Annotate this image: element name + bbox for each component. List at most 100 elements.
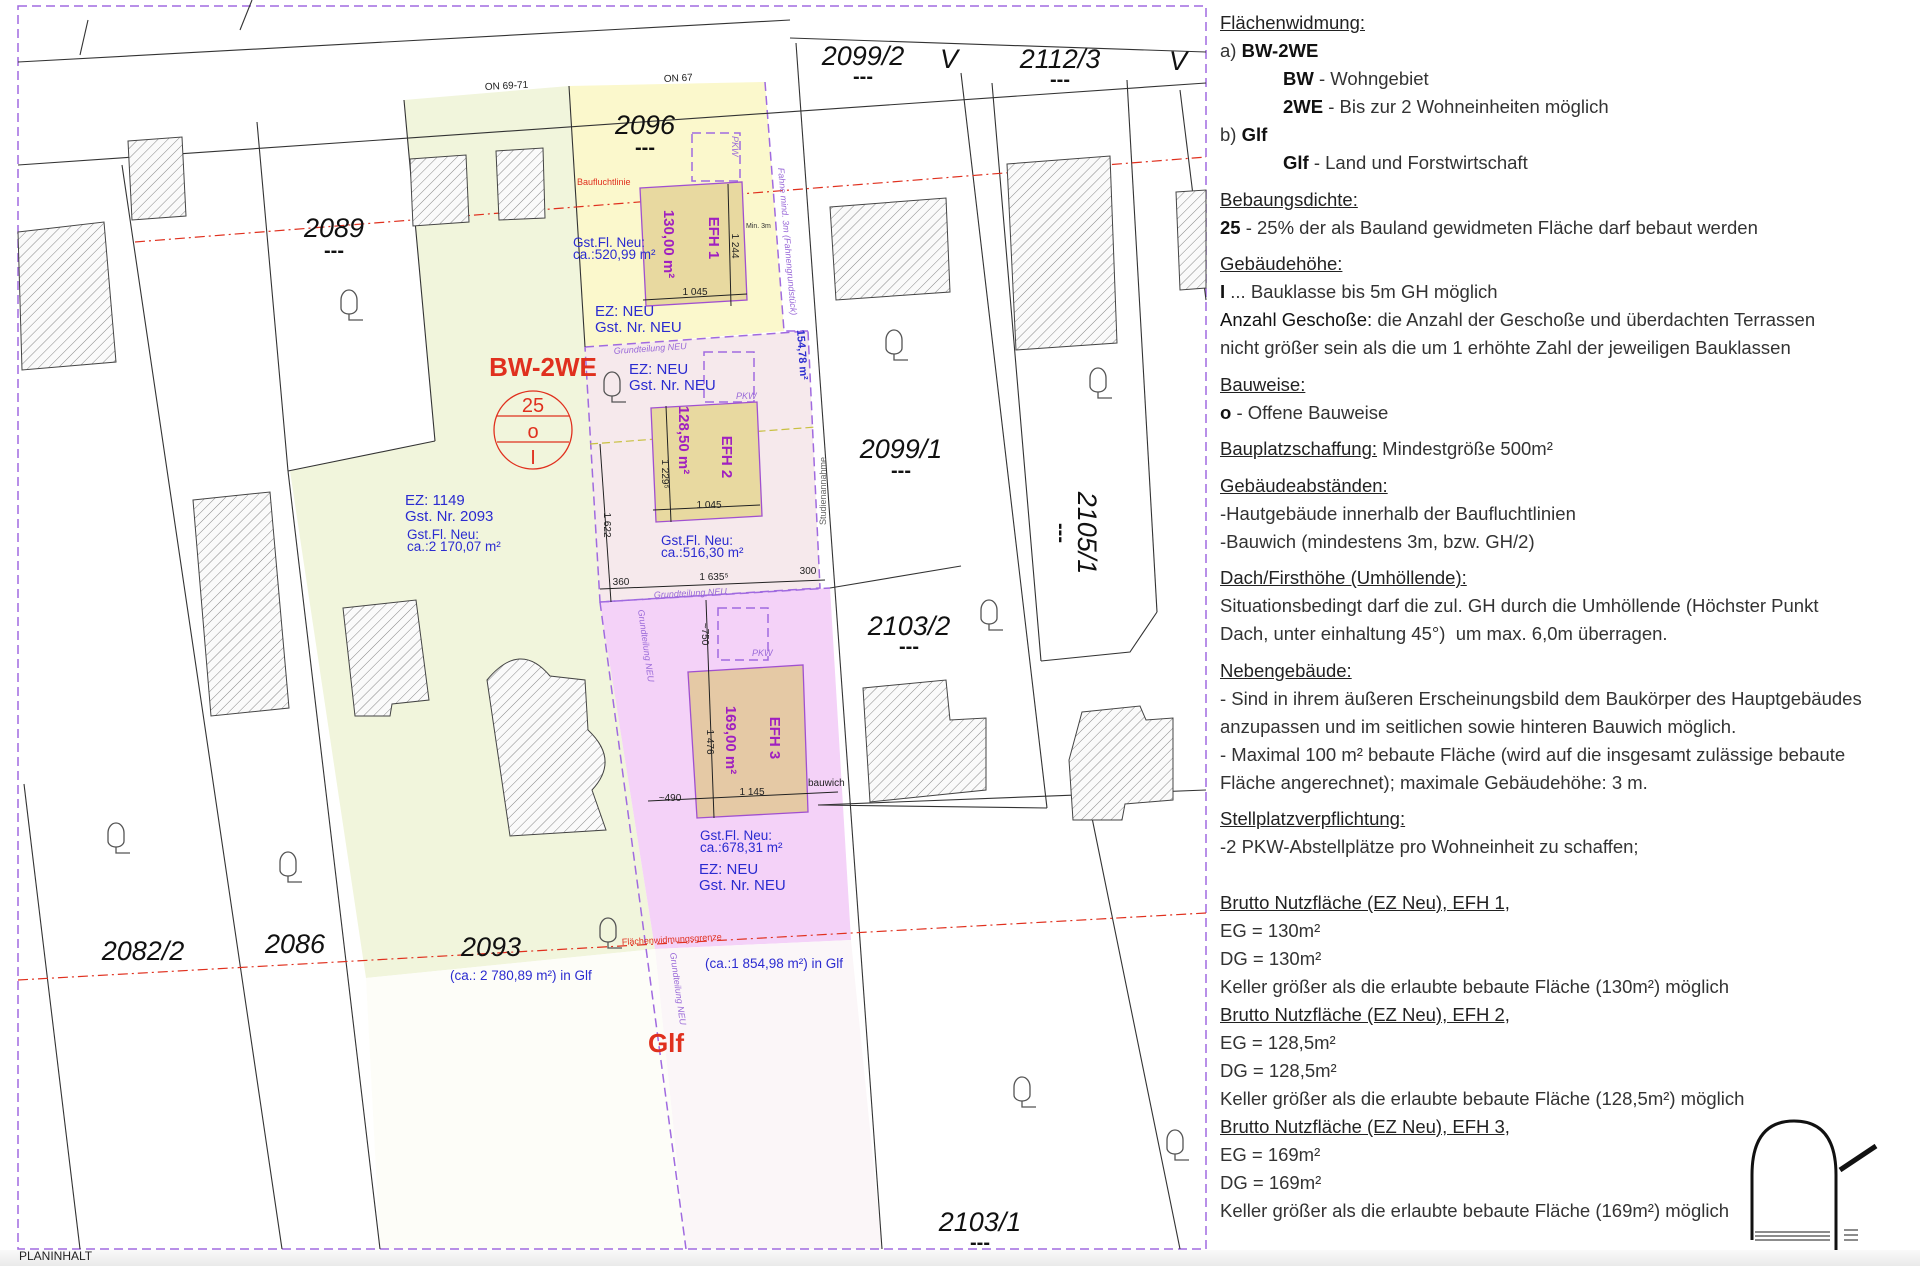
building-efh1[interactable] <box>639 181 748 307</box>
legend-code: I <box>1220 281 1226 302</box>
existing-gstfl: Gst.Fl. Neu: <box>407 527 479 542</box>
efh2-width-dim: 1 045 <box>696 500 721 511</box>
parcel-numbers: 2096 --- 2089 --- 2099/2 --- V 2112/3 --… <box>101 41 1190 1254</box>
parcel-v-mark-1: V <box>940 44 961 74</box>
parcel-2105-1: 2105/1 <box>1072 491 1102 575</box>
efh1-ez: EZ: NEU <box>595 303 654 320</box>
efh2-height-dim: 1 229⁵ <box>659 459 670 488</box>
efh2-dim-300: 300 <box>800 566 817 577</box>
legend-text: -Hautgebäude innerhalb der Baufluchtlini… <box>1220 502 1576 524</box>
parcel-2082-2: 2082/2 <box>101 936 185 966</box>
parcel-2112-3-dashes: --- <box>1050 69 1070 91</box>
parcel-2096: 2096 <box>614 110 676 140</box>
legend-nebengebaeude: Nebengebäude: - Sind in ihrem äußeren Er… <box>1220 657 1920 797</box>
baufluchtlinie-label: Baufluchtlinie <box>577 177 631 187</box>
efh1-gst: Gst. Nr. NEU <box>595 319 682 336</box>
flaechenwidmungsgrenze-line <box>17 912 1207 981</box>
legend-bebauungsdichte: Bebaungsdichte: 25 - 25% der als Bauland… <box>1220 186 1920 242</box>
planinhalt-label: PLANINHALT <box>19 1249 93 1263</box>
legend-code: 25 <box>1220 216 1241 238</box>
legend-text: EG = 169m² <box>1220 1144 1321 1165</box>
efh3-gstfl: Gst.Fl. Neu: <box>700 828 772 843</box>
legend-panel: Flächenwidmung: a) BW-2WE BW - Wohngebie… <box>1220 9 1920 1225</box>
efh3-dim-490: ~490 <box>659 793 682 804</box>
stamp-style: o <box>527 421 538 443</box>
legend-text: anzupassen und im seitlichen sowie hinte… <box>1220 715 1737 737</box>
efh3-ez: EZ: NEU <box>699 861 758 878</box>
existing-gst: Gst. Nr. 2093 <box>405 508 493 525</box>
parcel-2112-3: 2112/3 <box>1019 44 1101 74</box>
efh1-height-dim: 1 244 <box>729 233 740 258</box>
legend-label: Anzahl Geschoße: <box>1220 309 1373 330</box>
parcel-2105-1-dashes: --- <box>1050 523 1072 543</box>
legend-heading: Bebaungsdichte: <box>1220 188 1358 210</box>
bottom-strip <box>0 1250 1920 1266</box>
efh1-strip-area: 154,78 m² <box>794 329 809 380</box>
legend-flaechenwidmung: Flächenwidmung: a) BW-2WE BW - Wohngebie… <box>1220 9 1920 177</box>
efh1-area: 130,00 m² <box>660 210 677 278</box>
efh3-area: 169,00 m² <box>722 706 739 774</box>
legend-code: BW-2WE <box>1241 40 1319 61</box>
parcel-2103-1-dashes: --- <box>970 1232 990 1254</box>
legend-text: - Wohngebiet <box>1313 68 1429 89</box>
efh3-name: EFH 3 <box>766 717 783 760</box>
existing-buildings <box>17 136 1207 837</box>
parcel-2093: 2093 <box>460 932 521 962</box>
parcel-2086: 2086 <box>264 929 326 959</box>
efh2-dim-360: 360 <box>613 577 630 588</box>
parcel-2099-1: 2099/1 <box>859 434 943 464</box>
legend-text: EG = 128,5m² <box>1220 1032 1336 1053</box>
legend-code: Glf <box>1241 124 1268 145</box>
efh2-side-dim: 1 622 <box>601 512 612 537</box>
efh3-bauwich: bauwich <box>808 778 845 789</box>
building-efh2[interactable] <box>650 401 763 523</box>
zone-glf-strip <box>655 940 882 1249</box>
efh3-height-dim: 1 476 <box>704 729 715 754</box>
efh2-plot-area: ca.:516,30 m² <box>661 545 744 560</box>
parcel-boundaries <box>17 0 1207 1250</box>
legend-code: Glf <box>1283 152 1309 173</box>
existing-area: ca.:2 170,07 m² <box>407 539 501 554</box>
grundteilung-lines <box>17 5 1207 1250</box>
legend-text: Keller größer als die erlaubte bebaute F… <box>1220 1088 1745 1109</box>
legend-text: DG = 169m² <box>1220 1172 1322 1193</box>
legend-text: ... Bauklasse bis 5m GH möglich <box>1225 281 1498 302</box>
parcel-2099-2-dashes: --- <box>853 66 873 88</box>
efh1-width-dim: 1 045 <box>682 287 707 298</box>
legend-heading: Brutto Nutzfläche (EZ Neu), EFH 2, <box>1220 1004 1510 1025</box>
legend-text: - Maximal 100 m² bebaute Fläche (wird au… <box>1220 743 1846 765</box>
legend-code: o <box>1220 401 1232 423</box>
legend-heading: Dach/Firsthöhe (Umhöllende): <box>1220 567 1467 588</box>
zone-bw-label: BW-2WE <box>489 352 597 382</box>
efh2-gst: Gst. Nr. NEU <box>629 377 716 394</box>
legend-heading: Gebäudehöhe: <box>1220 253 1343 274</box>
road-label-on-69-71: ON 69-71 <box>485 80 529 93</box>
legend-text: - 25% der als Bauland gewidmeten Fläche … <box>1240 216 1758 238</box>
legend-heading: Brutto Nutzfläche (EZ Neu), EFH 3, <box>1220 1116 1510 1137</box>
legend-gebaeudeabstaende: Gebäudeabständen: -Hautgebäude innerhalb… <box>1220 472 1920 556</box>
legend-gebaeudehoehe: Gebäudehöhe: I ... Bauklasse bis 5m GH m… <box>1220 250 1920 362</box>
legend-stellplatz: Stellplatzverpflichtung: -2 PKW-Abstellp… <box>1220 805 1920 861</box>
legend-text: -2 PKW-Abstellplätze pro Wohneinheit zu … <box>1220 836 1639 857</box>
zone-glf-label: Glf <box>648 1028 684 1058</box>
efh2-pkw: PKW <box>736 391 758 401</box>
legend-text: DG = 128,5m² <box>1220 1060 1337 1081</box>
efh2-area: 128,50 m² <box>675 406 692 474</box>
grundteilung-label-2: Grundteilung NEU <box>654 586 728 600</box>
building-efh3[interactable] <box>687 664 809 819</box>
legend-text: - Offene Bauweise <box>1231 401 1389 423</box>
existing-ez: EZ: 1149 <box>405 492 465 509</box>
legend-brutto-efh3: Brutto Nutzfläche (EZ Neu), EFH 3, EG = … <box>1220 1113 1920 1225</box>
legend-text: Fläche angerechnet); maximale Gebäudehöh… <box>1220 771 1648 793</box>
legend-heading: Brutto Nutzfläche (EZ Neu), EFH 1, <box>1220 892 1510 913</box>
efh2-note: Studienannahme <box>818 457 828 525</box>
legend-dach-firsthoehe: Dach/Firsthöhe (Umhöllende): Situationsb… <box>1220 564 1920 648</box>
legend-brutto-efh1: Brutto Nutzfläche (EZ Neu), EFH 1, EG = … <box>1220 889 1920 1001</box>
legend-text: die Anzahl der Geschoße und überdachten … <box>1372 309 1816 330</box>
efh1-gstfl: Gst.Fl. Neu: <box>573 235 645 250</box>
legend-text: Dach, unter einhaltung 45°) um max. 6,0m… <box>1220 623 1668 644</box>
parcel-2103-2: 2103/2 <box>867 611 951 641</box>
efh3-dim-750: ~750 <box>699 623 710 646</box>
efh2-name: EFH 2 <box>718 436 735 479</box>
